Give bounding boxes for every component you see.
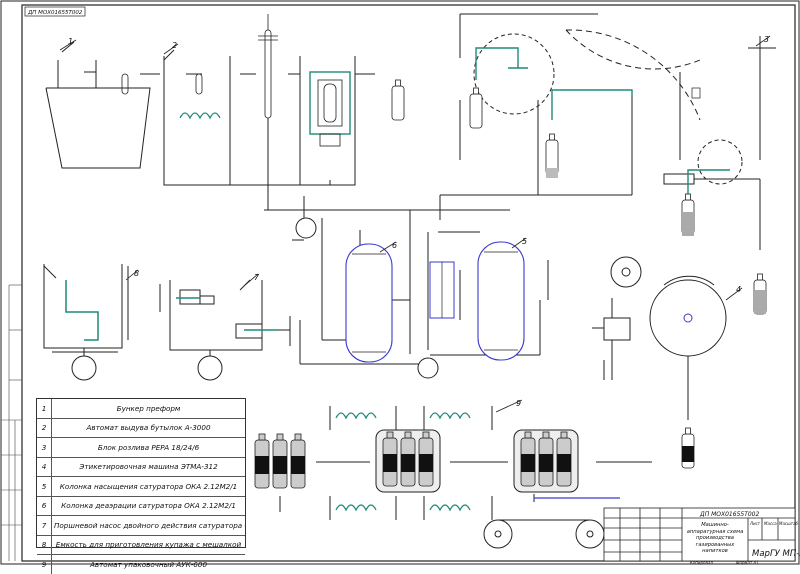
blow-molder — [140, 49, 375, 186]
legend-row: 3 Блок розлива PEPA 18/24/6 — [37, 438, 245, 458]
legend-text: Колонка деаэрации сатуратора ОКА 2.12М2/… — [61, 501, 236, 511]
saturation-column — [477, 241, 525, 361]
filler-pipes-teal — [475, 47, 633, 120]
legend-text: Колонка насыщения сатуратора ОКА 2.12М2/… — [59, 481, 238, 491]
callout-5: 5 — [522, 237, 527, 246]
stamp-org: МарГУ МП-57 — [752, 549, 800, 559]
inner-frame — [21, 4, 796, 562]
blown-bottle — [391, 79, 405, 121]
legend-text: Поршневой насос двойного действия сатура… — [54, 520, 245, 530]
legend-num: 2 — [37, 418, 52, 437]
blending-tank — [43, 264, 129, 381]
left-strip — [1, 284, 22, 561]
legend-text: Этикетировочная машина ЭТМА-312 — [79, 462, 218, 472]
stamp-mass-label: Масса — [764, 521, 777, 526]
preform-hopper — [45, 41, 151, 169]
capper-teal — [687, 169, 730, 196]
stamp-scale-label: Масштаб — [779, 521, 799, 526]
legend-row: 2 Автомат выдува бутылок А-3000 — [37, 418, 245, 438]
blow-mold — [309, 71, 351, 147]
legend-text: Автомат выдува бутылок А-3000 — [86, 423, 211, 433]
callout-4: 4 — [736, 285, 741, 294]
legend-text: Бункер преформ — [116, 403, 181, 413]
callout-1: 1 — [68, 37, 73, 46]
stamp-sheet-label: Лист — [749, 521, 761, 526]
legend-num: 6 — [37, 496, 52, 515]
blow-molder-tubes — [195, 14, 278, 119]
callout-3: 3 — [764, 35, 769, 44]
pack-group — [520, 431, 572, 487]
piston-pump — [159, 279, 291, 381]
labeler — [592, 256, 727, 420]
callout-7: 7 — [254, 273, 260, 282]
legend-row: 5 Колонка насыщения сатуратора ОКА 2.12М… — [37, 477, 245, 497]
legend-row: 7 Поршневой насос двойного действия сату… — [37, 516, 245, 536]
stamp-code: ДП МОХ01655Т002 — [699, 511, 760, 518]
legend-num: 7 — [37, 516, 52, 535]
title-block — [603, 507, 796, 562]
legend-num: 4 — [37, 457, 52, 476]
stamp-title: Машинно-аппаратурная схема производства … — [686, 522, 744, 554]
stamp-footer-left: Копировал — [690, 560, 713, 565]
stamp-footer-right: Формат A1 — [736, 560, 759, 565]
filler-bottle-1 — [469, 87, 483, 129]
legend-num: 1 — [37, 399, 52, 418]
top-code-text: ДП МОХ01655Т002 — [27, 10, 83, 16]
filler-block — [439, 13, 701, 220]
piston-pump-teal — [176, 297, 278, 331]
callouts — [59, 35, 771, 413]
legend-row: 9 Автомат упаковочный АУК-600 — [37, 555, 245, 574]
pack-shrink — [382, 431, 434, 487]
top-code-box — [24, 6, 86, 17]
packer-heaters — [335, 412, 471, 512]
preform-tube — [121, 73, 129, 95]
legend-text: Емкость для приготовления купажа с мешал… — [55, 540, 242, 550]
deaeration-column — [345, 243, 393, 363]
pack-final — [254, 433, 306, 489]
legend-text: Автомат упаковочный АУК-600 — [89, 559, 208, 569]
legend-text: Блок розлива PEPA 18/24/6 — [97, 442, 200, 452]
tank-mixer — [65, 280, 99, 341]
pump-top — [295, 217, 317, 239]
legend-num: 8 — [37, 535, 52, 554]
legend-num: 5 — [37, 477, 52, 496]
legend-table: 1 Бункер преформ 2 Автомат выдува бутыло… — [36, 398, 246, 574]
capper — [663, 36, 776, 250]
legend-row: 6 Колонка деаэрации сатуратора ОКА 2.12М… — [37, 496, 245, 516]
callout-9: 9 — [516, 399, 521, 408]
legend-row: 1 Бункер преформ — [37, 399, 245, 419]
pump-mid — [417, 357, 439, 379]
legend-num: 9 — [37, 555, 52, 574]
callout-6: 6 — [392, 241, 397, 250]
legend-row: 4 Этикетировочная машина ЭТМА-312 — [37, 457, 245, 477]
blow-molder-heater — [179, 112, 221, 120]
callout-2: 2 — [172, 41, 177, 50]
legend-num: 3 — [37, 438, 52, 457]
packer — [279, 406, 652, 549]
legend-row: 8 Емкость для приготовления купажа с меш… — [37, 535, 245, 555]
callout-8: 8 — [134, 269, 139, 278]
